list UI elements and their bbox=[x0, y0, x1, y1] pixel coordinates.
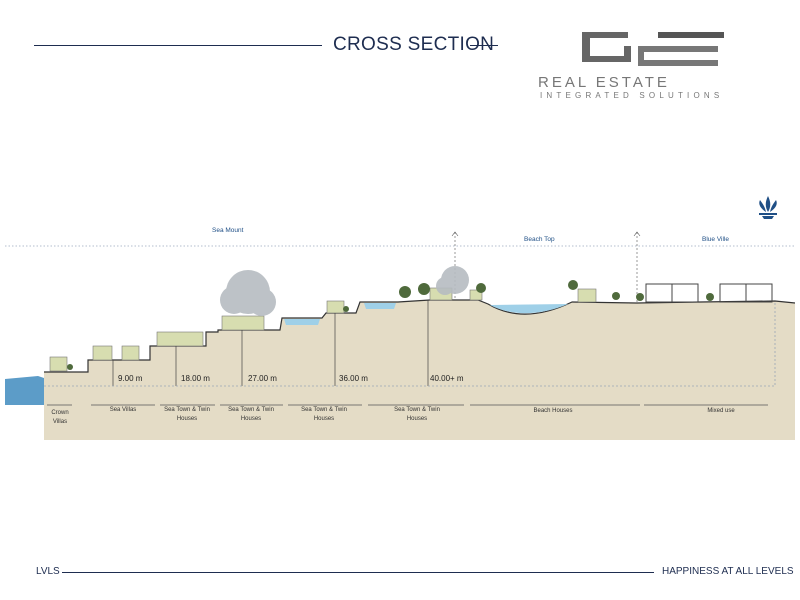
logo-text-secondary: INTEGRATED SOLUTIONS bbox=[540, 91, 724, 100]
elevation-label: 9.00 m bbox=[118, 374, 143, 383]
zone-label-blue-ville: Blue Ville bbox=[702, 236, 729, 243]
zone-label-beach-top: Beach Top bbox=[524, 236, 555, 243]
elevation-label: 18.00 m bbox=[181, 374, 210, 383]
elevation-label: 36.00 m bbox=[339, 374, 368, 383]
header-rule-left bbox=[34, 45, 322, 46]
footer-left-text: LVLS bbox=[36, 566, 60, 577]
category-label: Beach Houses bbox=[533, 408, 573, 414]
logo-mark-icon bbox=[582, 32, 724, 66]
footer-rule bbox=[62, 572, 654, 573]
footer-right-text: HAPPINESS AT ALL LEVELS bbox=[662, 566, 794, 577]
elevation-label: 27.00 m bbox=[248, 374, 277, 383]
category-label: Sea Villas bbox=[109, 407, 137, 413]
category-label: Mixed use bbox=[707, 408, 735, 414]
brand-logo: REAL ESTATE INTEGRATED SOLUTIONS bbox=[538, 26, 768, 100]
header-rule-right bbox=[470, 45, 498, 46]
sea-water bbox=[5, 376, 44, 405]
zone-label-sea-mount: Sea Mount bbox=[212, 227, 244, 234]
logo-text-primary: REAL ESTATE bbox=[538, 74, 670, 91]
elevation-label: 40.00+ m bbox=[430, 374, 464, 383]
page-title: CROSS SECTION bbox=[333, 34, 495, 55]
